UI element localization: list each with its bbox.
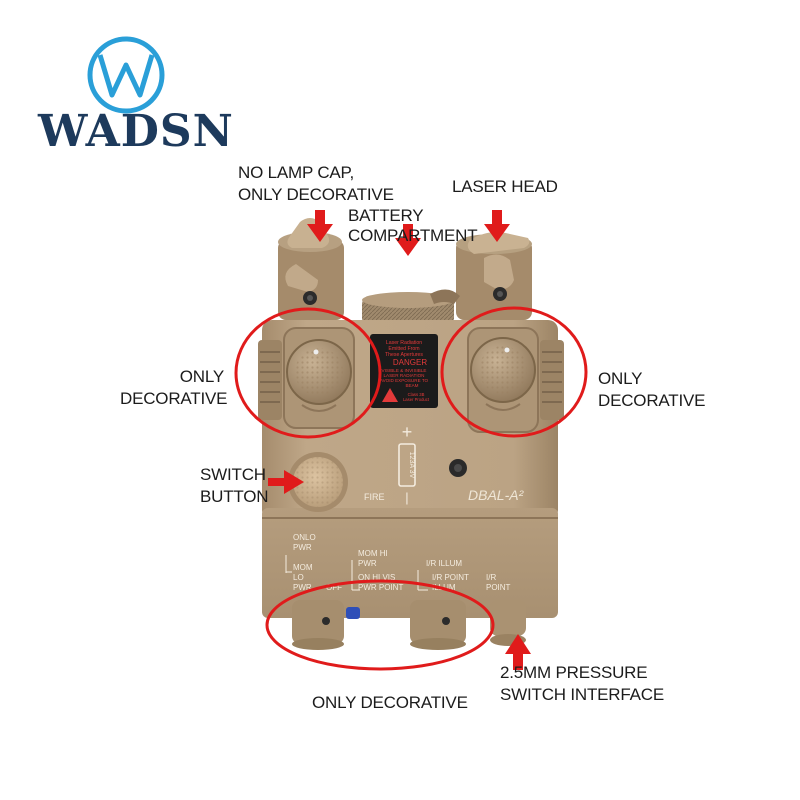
callout-only-decorative-bottom: ONLY DECORATIVE <box>312 692 468 714</box>
warning-line-2: Emitted From <box>388 346 419 352</box>
callout-laser-head-line-1: LASER HEAD <box>452 177 558 196</box>
callout-right-line-2: DECORATIVE <box>598 391 706 410</box>
warning-line-5: LASER RADIATION <box>383 373 424 378</box>
highlight-circles <box>234 306 588 671</box>
model-label: DBAL-A² <box>468 487 525 503</box>
battery-cap <box>362 289 460 324</box>
arrow-laser-head-icon <box>484 210 510 242</box>
highlight-circle-right <box>440 306 588 438</box>
mode-mom-hi-pwr: PWR <box>358 559 377 568</box>
callout-bottom-line-1: ONLY DECORATIVE <box>312 693 468 712</box>
highlight-circle-left <box>234 307 382 439</box>
mode-pwr-point: PWR POINT <box>358 583 403 592</box>
fire-label: FIRE <box>364 492 385 502</box>
callout-lamp-cap: NO LAMP CAP, ONLY DECORATIVE <box>238 162 394 206</box>
arrow-switch-icon <box>268 470 304 494</box>
warning-line-8: Class 3B <box>408 392 425 397</box>
highlight-circle-bottom <box>265 579 495 671</box>
warning-line-3: These Apertures <box>385 352 423 358</box>
warning-line-4: VISIBLE & INVISIBLE <box>382 368 427 373</box>
warning-line-7: BEAM <box>405 383 418 388</box>
battery-label: 123A 3V <box>408 452 415 479</box>
mode-ir-point-2: POINT <box>486 583 511 592</box>
mount-screw-icon <box>449 459 467 477</box>
arrow-lamp-cap-icon <box>307 210 333 242</box>
callout-only-decorative-left: ONLY DECORATIVE <box>120 366 228 410</box>
lamp-cap-post <box>278 218 344 320</box>
callout-only-decorative-right: ONLY DECORATIVE <box>598 368 705 412</box>
callout-pressure-line-2: SWITCH INTERFACE <box>500 685 664 704</box>
callout-left-line-1: ONLY <box>179 367 224 386</box>
callout-battery-line-2: COMPARTMENT <box>348 226 478 245</box>
mode-ir: I/R <box>486 573 496 582</box>
laser-warning-label: Laser Radiation Emitted From These Apert… <box>370 334 438 408</box>
battery-minus: | <box>405 490 408 505</box>
callout-lamp-cap-line-1: NO LAMP CAP, <box>238 163 355 182</box>
selector-knob-right <box>470 337 536 411</box>
brand-name: WADSN <box>38 106 234 157</box>
mode-mom-hi: MOM HI <box>358 549 388 558</box>
selector-knob-left <box>286 339 352 412</box>
warning-triangle-icon <box>382 388 398 402</box>
battery-plus: + <box>402 422 413 442</box>
brand-logo-icon <box>87 36 165 114</box>
mode-mom: MOM <box>293 563 313 572</box>
fire-button <box>288 452 348 512</box>
callout-laser-head: LASER HEAD <box>452 176 558 198</box>
mode-ir-point: I/R POINT <box>432 573 469 582</box>
callout-battery: BATTERY COMPARTMENT <box>348 206 478 246</box>
arrow-battery-icon <box>395 224 421 256</box>
callout-lamp-cap-line-2: ONLY DECORATIVE <box>238 185 394 204</box>
callout-switch-line-1: SWITCH <box>200 465 266 484</box>
callout-switch-button: SWITCH BUTTON <box>200 464 269 508</box>
warning-line-9: Laser Product <box>403 397 430 402</box>
callout-switch-line-2: BUTTON <box>200 487 269 506</box>
mode-mom-lo: LO <box>293 573 304 582</box>
callout-arrows <box>268 210 531 670</box>
warning-line-6: AVOID EXPOSURE TO <box>380 378 429 383</box>
mode-on-hi-vis: ON HI VIS <box>358 573 395 582</box>
callout-right-line-1: ONLY <box>598 369 643 388</box>
bottom-switches <box>292 600 466 650</box>
battery-marking: + 123A 3V | <box>398 422 416 505</box>
callout-left-line-2: DECORATIVE <box>120 389 228 408</box>
mode-onlo: ONLO <box>293 533 316 542</box>
mode-mom-lo-pwr: PWR <box>293 583 312 592</box>
laser-head <box>456 232 532 320</box>
callout-pressure-line-1: 2.5MM PRESSURE <box>500 663 648 682</box>
mode-onlo-pwr: PWR <box>293 543 312 552</box>
warning-danger: DANGER <box>393 358 427 367</box>
warning-line-1: Laser Radiation <box>386 340 422 346</box>
grip-ribs-left <box>258 340 282 420</box>
mode-ir-illum: I/R ILLUM <box>426 559 462 568</box>
grip-ribs-right <box>540 340 564 420</box>
callout-battery-line-1: BATTERY <box>348 206 424 225</box>
arrow-pressure-icon <box>505 634 531 670</box>
callout-pressure-switch: 2.5MM PRESSURE SWITCH INTERFACE <box>500 662 664 706</box>
mode-off: OFF <box>326 583 342 592</box>
